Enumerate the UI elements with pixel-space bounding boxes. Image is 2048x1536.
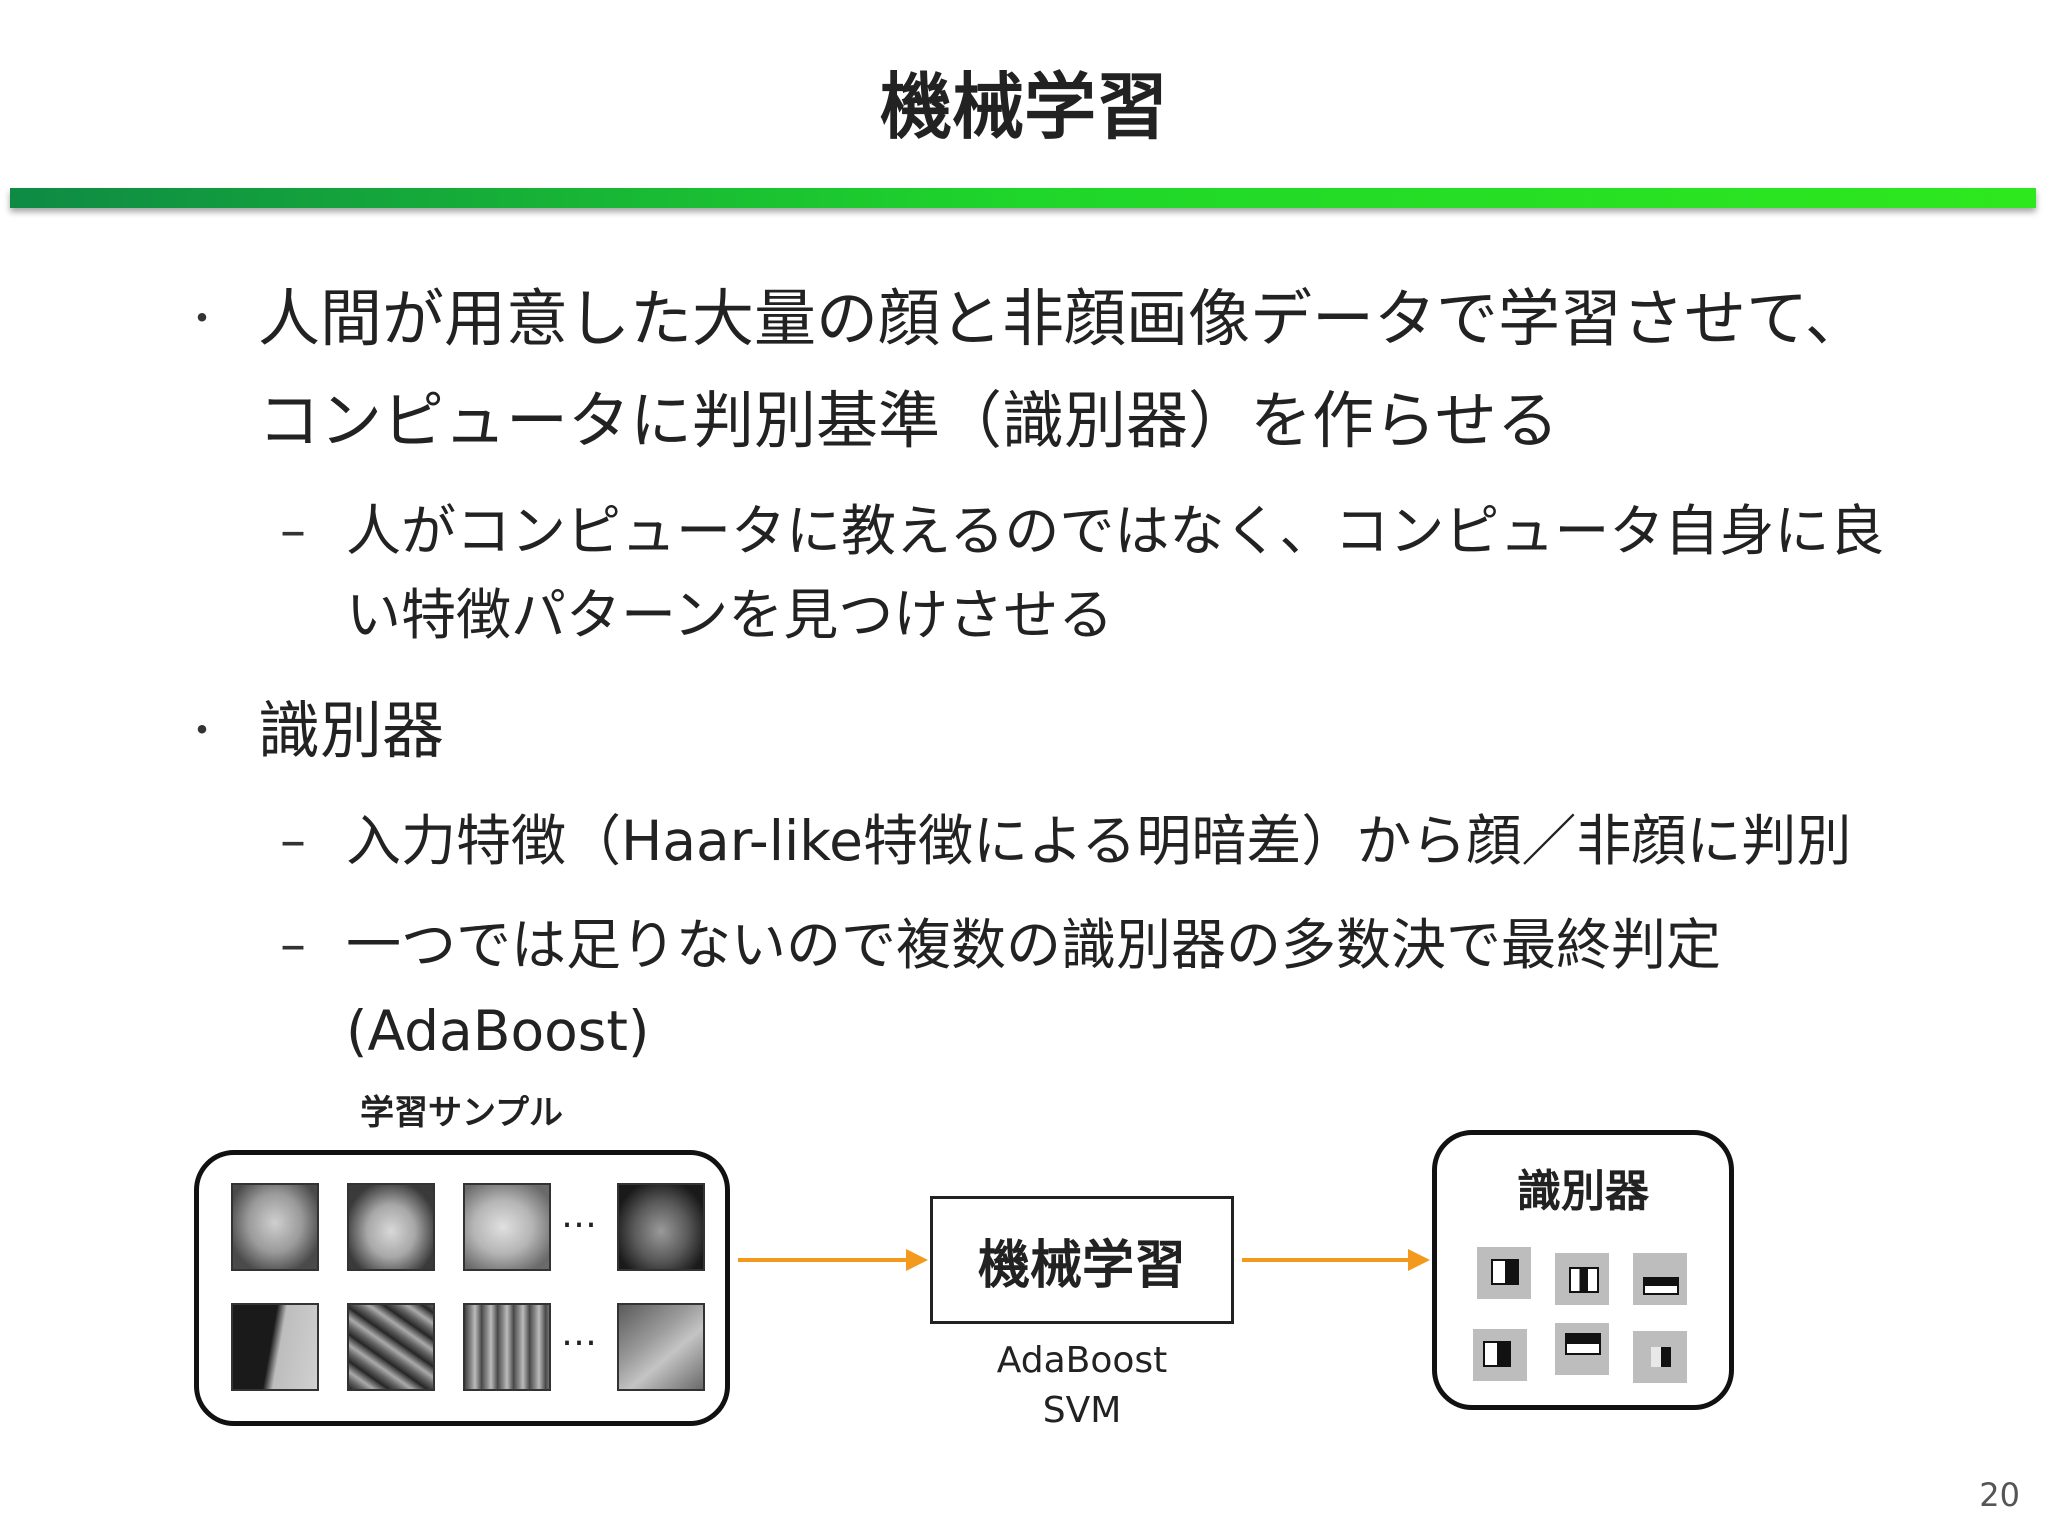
face-sample-thumbnail — [231, 1183, 319, 1271]
sub-bullet-2-1: 入力特徴（Haar-like特徴による明暗差）から顔／非顔に判別 — [346, 809, 1852, 873]
algorithm-label-adaboost: AdaBoost — [996, 1340, 1168, 1381]
nonface-sample-thumbnail — [231, 1303, 319, 1391]
sub-bullet-1-1-line-1: 人がコンピュータに教えるのではなく、コンピュータ自身に良 — [346, 499, 1885, 563]
page-number: 20 — [1979, 1476, 2020, 1514]
haar-feature-icon — [1477, 1247, 1531, 1299]
haar-feature-icon — [1555, 1323, 1609, 1375]
sub-bullet-dash: – — [280, 501, 306, 561]
samples-caption: 学習サンプル — [360, 1093, 563, 1133]
sub-bullet-dash: – — [280, 915, 306, 975]
arrowhead-icon — [906, 1249, 928, 1271]
bullet-dot: ・ — [182, 296, 222, 342]
classifier-box: 識別器 — [1432, 1130, 1734, 1410]
algorithm-label-svm: SVM — [1042, 1390, 1122, 1431]
haar-feature-icon — [1473, 1329, 1527, 1381]
face-sample-thumbnail — [347, 1183, 435, 1271]
machine-learning-box: 機械学習 — [930, 1196, 1234, 1324]
haar-feature-icon — [1633, 1331, 1687, 1383]
sub-bullet-1-1-line-2: い特徴パターンを見つけさせる — [346, 583, 1114, 647]
nonface-sample-thumbnail — [463, 1303, 551, 1391]
face-sample-thumbnail — [463, 1183, 551, 1271]
sub-bullet-2-2-line-2: (AdaBoost) — [346, 999, 650, 1063]
title-underline-bar — [10, 188, 2036, 208]
arrowhead-icon — [1408, 1249, 1430, 1271]
bullet-1-line-1: 人間が用意した大量の顔と非顔画像データで学習させて、 — [258, 282, 1867, 355]
samples-box: … … — [194, 1150, 730, 1426]
sub-bullet-dash: – — [280, 811, 306, 871]
nonface-sample-thumbnail — [617, 1303, 705, 1391]
ellipsis: … — [561, 1313, 597, 1354]
haar-feature-icon — [1633, 1253, 1687, 1305]
face-sample-thumbnail — [617, 1183, 705, 1271]
bullet-2-line-1: 識別器 — [258, 694, 445, 767]
ellipsis: … — [561, 1195, 597, 1236]
bullet-1-line-2: コンピュータに判別基準（識別器）を作らせる — [258, 384, 1559, 457]
classifier-title: 識別器 — [1517, 1166, 1649, 1217]
nonface-sample-thumbnail — [347, 1303, 435, 1391]
sub-bullet-2-2-line-1: 一つでは足りないので複数の識別器の多数決で最終判定 — [346, 913, 1722, 977]
bullet-dot: ・ — [182, 708, 222, 754]
haar-feature-icon — [1555, 1253, 1609, 1305]
slide-title: 機械学習 — [879, 65, 1168, 149]
